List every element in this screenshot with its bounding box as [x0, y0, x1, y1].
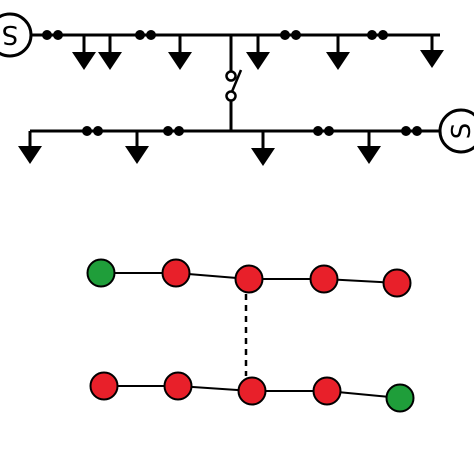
graph-node-load: [237, 376, 267, 406]
breaker-dot: [291, 30, 301, 40]
graph-node-load: [382, 268, 412, 298]
source-right-circle: [438, 108, 474, 154]
breaker-dot: [313, 126, 323, 136]
graph-node-load: [234, 264, 264, 294]
load: [125, 131, 149, 164]
source-right: S: [438, 108, 474, 154]
breaker: [313, 126, 334, 136]
breaker-dot: [324, 126, 334, 136]
load: [98, 35, 122, 70]
breaker-dot: [163, 126, 173, 136]
graph-node-load: [312, 376, 342, 406]
load: [420, 35, 444, 68]
tie-switch-contact-bottom: [225, 90, 237, 102]
tie-switch-contact-top: [225, 70, 237, 82]
load: [251, 131, 275, 166]
feeder-2-breakers: [82, 126, 422, 136]
graph-node-source: [86, 258, 116, 288]
breaker: [42, 30, 63, 40]
tie-switch: [225, 35, 243, 131]
tie-switch-blade: [229, 69, 243, 95]
source-left-label: S: [2, 19, 19, 49]
breaker-dot: [401, 126, 411, 136]
load-arrow: [420, 50, 444, 68]
load-arrow: [125, 146, 149, 164]
load: [326, 35, 350, 70]
breaker-dot: [93, 126, 103, 136]
breaker-dot: [53, 30, 63, 40]
load: [357, 131, 381, 164]
breaker: [367, 30, 388, 40]
load-arrow: [251, 148, 275, 166]
graph-node-source: [385, 383, 415, 413]
breaker-dot: [367, 30, 377, 40]
load-arrow: [168, 52, 192, 70]
feeder-schematic: S: [0, 12, 474, 166]
breaker-dot: [146, 30, 156, 40]
breaker-dot: [280, 30, 290, 40]
load: [246, 35, 270, 70]
load-arrow: [246, 52, 270, 70]
breaker-dot: [412, 126, 422, 136]
breaker: [82, 126, 103, 136]
feeder-1-breakers: [42, 30, 388, 40]
source-left: S: [0, 12, 33, 58]
breaker-dot: [135, 30, 145, 40]
breaker-dot: [174, 126, 184, 136]
graph-node-load: [161, 258, 191, 288]
load-arrow: [98, 52, 122, 70]
breaker: [280, 30, 301, 40]
breaker-dot: [42, 30, 52, 40]
load-arrow: [357, 146, 381, 164]
graph-node-load: [309, 264, 339, 294]
breaker: [401, 126, 422, 136]
load-arrow: [18, 146, 42, 164]
source-right-label: S: [447, 123, 474, 140]
feeder-1-loads: [72, 35, 444, 70]
load-arrow: [326, 52, 350, 70]
breaker-dot: [82, 126, 92, 136]
breaker: [163, 126, 184, 136]
graph-node-load: [89, 371, 119, 401]
breaker: [135, 30, 156, 40]
network-graph: [86, 258, 415, 413]
graph-node-load: [163, 371, 193, 401]
load: [72, 35, 96, 70]
feeder-2-loads: [18, 131, 381, 166]
breaker-dot: [378, 30, 388, 40]
load: [18, 131, 42, 164]
load: [168, 35, 192, 70]
load-arrow: [72, 52, 96, 70]
